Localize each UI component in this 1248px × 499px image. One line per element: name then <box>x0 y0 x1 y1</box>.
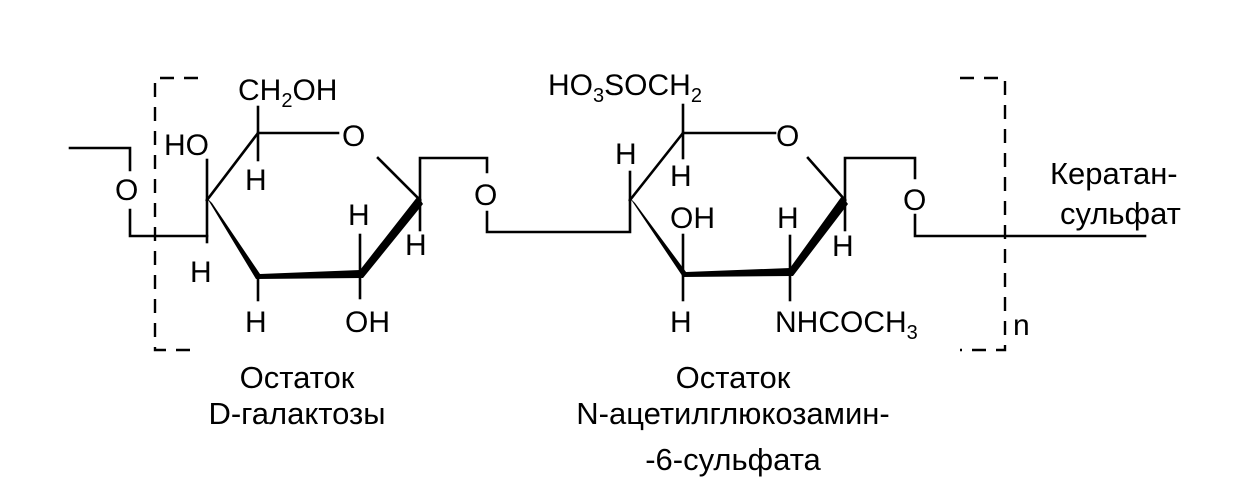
galactose-oh-c2-label: OH <box>345 306 390 339</box>
glucosamine-h-c5-label: H <box>670 160 692 193</box>
polymer-name-line-1: Кератан- <box>1050 156 1178 191</box>
glycosidic-bond <box>485 198 632 234</box>
galactose-caption-line-1: Остаток <box>240 360 355 395</box>
galactose-ring-oxygen: O <box>342 120 365 153</box>
glucosamine-h-c2-label: H <box>777 202 799 235</box>
glycosidic-oxygen: O <box>474 179 497 212</box>
glucosamine-nhcoch3-label: NHCOCH3 <box>775 306 918 344</box>
glucosamine-ring-oxygen: O <box>776 120 799 153</box>
glucosamine-ring-front-edge <box>630 196 848 277</box>
glucosamine-caption-line-2: N-ацетилглюкозамин- <box>576 396 889 431</box>
repeat-count-n: n <box>1013 309 1030 342</box>
glucosamine-h-c1-label: H <box>832 230 854 263</box>
glucosamine-sulfate-ch2-label: HO3SOCH2 <box>548 69 702 107</box>
repeat-bracket-left <box>153 76 198 352</box>
right-link-bond <box>913 213 1147 238</box>
galactose-ho-label: HO <box>164 129 209 162</box>
repeat-bracket-right <box>960 76 1007 352</box>
galactose-ring-front-edge <box>207 196 423 279</box>
galactose-caption-line-2: D-галактозы <box>208 396 385 431</box>
galactose-h-c4-down-label: H <box>190 256 212 289</box>
galactose-h-c3-label: H <box>348 199 370 232</box>
left-link-oxygen: O <box>115 174 138 207</box>
polymer-name-line-2: сульфат <box>1060 196 1181 231</box>
glucosamine-caption-line-1: Остаток <box>676 360 791 395</box>
galactose-h-c3-down-label: H <box>245 306 267 339</box>
glucosamine-caption-line-3: -6-сульфата <box>645 442 821 477</box>
galactose-residue: CH2OH O HO H H H H H OH <box>164 74 489 339</box>
glucosamine-h-c4-label: H <box>615 138 637 171</box>
galactose-ch2oh-label: CH2OH <box>238 74 337 112</box>
left-link-bond <box>68 146 132 172</box>
glucosamine-oh-c3-label: OH <box>670 202 715 235</box>
glucosamine-h-c3-down-label: H <box>670 306 692 339</box>
galactose-h-c4-label: H <box>245 164 267 197</box>
glucosamine-residue: HO3SOCH2 O H H OH H H H NHCOCH3 <box>548 69 918 344</box>
right-link-oxygen: O <box>903 184 926 217</box>
galactose-h-c1-label: H <box>405 229 427 262</box>
